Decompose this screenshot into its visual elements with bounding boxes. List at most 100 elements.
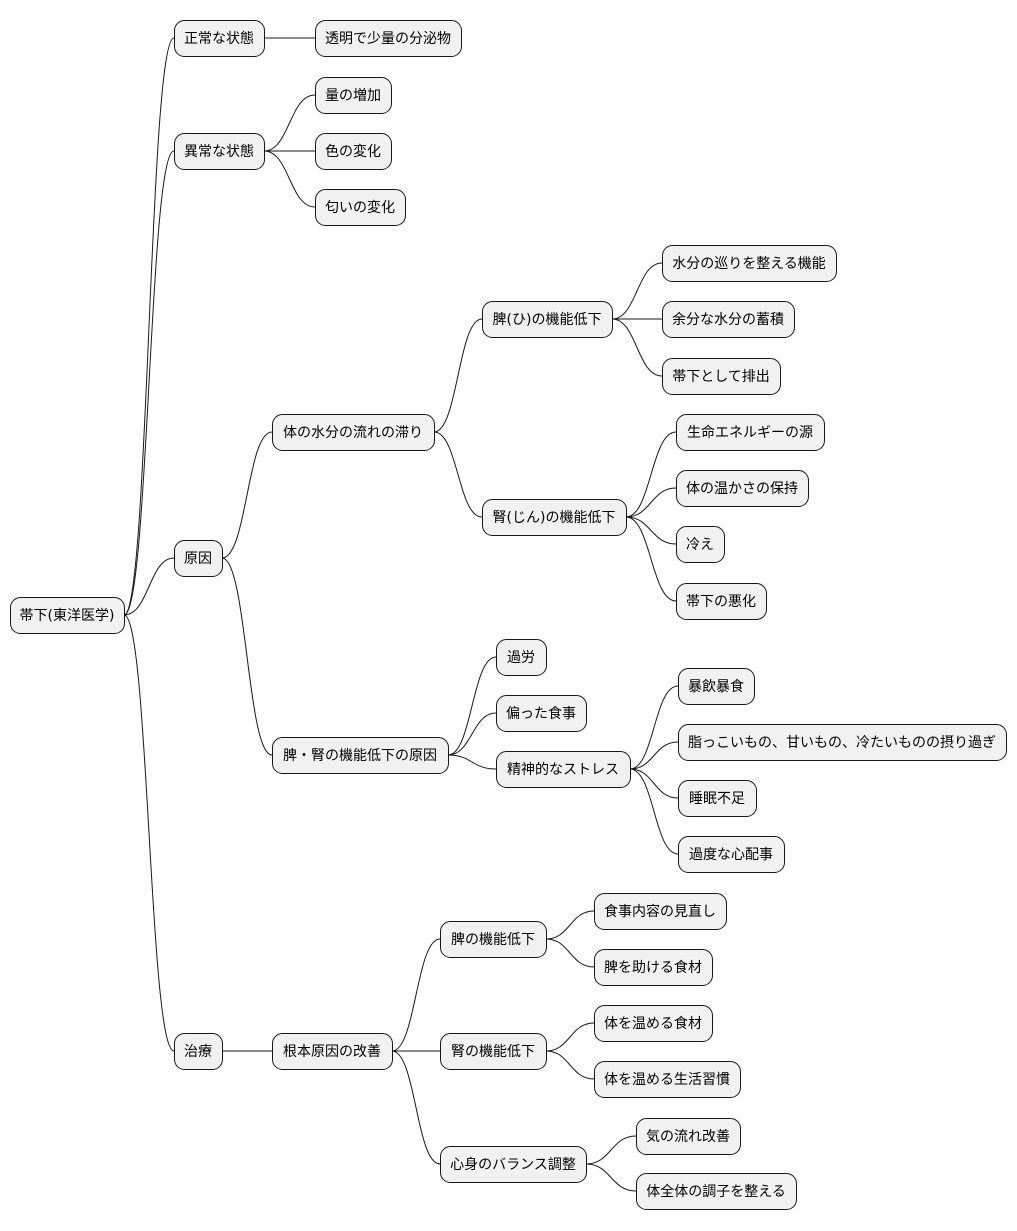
node-label: 偏った食事 xyxy=(506,705,576,722)
connector-line xyxy=(447,754,497,770)
node-label: 水分の巡りを整える機能 xyxy=(672,256,826,272)
mindmap-node: 帯下として排出 xyxy=(662,358,781,395)
mindmap-node: 腎(じん)の機能低下 xyxy=(482,499,627,536)
node-box xyxy=(272,737,449,774)
connector-line xyxy=(221,557,273,756)
node-box xyxy=(315,189,406,226)
node-label: 原因 xyxy=(184,551,212,567)
node-label: 脂っこいもの、甘いもの、冷たいものの摂り過ぎ xyxy=(688,735,996,751)
connector-line xyxy=(447,656,497,756)
connector-line xyxy=(263,150,316,208)
mindmap-node: 体の水分の流れの滞り xyxy=(272,414,435,451)
mindmap-nodes: 帯下(東洋医学)正常な状態透明で少量の分泌物異常な状態量の増加色の変化匂いの変化… xyxy=(10,20,1007,1210)
node-box xyxy=(594,893,727,930)
mindmap-node: 生命エネルギーの源 xyxy=(676,414,825,451)
node-label: 帯下(東洋医学) xyxy=(20,608,115,624)
node-label: 体全体の調子を整える xyxy=(646,1183,786,1200)
node-box xyxy=(662,301,795,338)
mindmap-node: 睡眠不足 xyxy=(678,780,757,817)
node-label: 睡眠不足 xyxy=(689,791,745,807)
mindmap-node: 腎の機能低下 xyxy=(440,1033,547,1070)
connector-line xyxy=(585,1163,637,1192)
node-box xyxy=(662,245,837,282)
mindmap-node: 正常な状態 xyxy=(174,20,265,57)
connector-line xyxy=(433,431,483,518)
node-box xyxy=(678,780,757,817)
node-box xyxy=(496,639,547,676)
node-box xyxy=(10,597,125,634)
mindmap-node: 余分な水分の蓄積 xyxy=(662,301,795,338)
connector-line xyxy=(585,1135,637,1165)
mindmap-node: 心身のバランス調整 xyxy=(440,1146,587,1183)
node-label: 精神的なストレス xyxy=(507,762,619,778)
node-box xyxy=(496,695,587,732)
connector-line xyxy=(447,712,497,756)
node-label: 正常な状態 xyxy=(184,31,254,47)
connector-line xyxy=(545,938,595,968)
connector-line xyxy=(611,318,663,377)
connector-line xyxy=(545,1050,595,1080)
node-label: 心身のバランス調整 xyxy=(450,1157,576,1173)
connector-line xyxy=(629,768,679,855)
node-label: 体の水分の流れの滞り xyxy=(283,425,423,441)
connector-line xyxy=(629,685,679,770)
node-box xyxy=(676,414,825,451)
node-label: 過度な心配事 xyxy=(689,847,773,863)
connector-line xyxy=(123,150,175,616)
node-label: 体の温かさの保持 xyxy=(686,481,798,497)
connector-line xyxy=(611,262,663,320)
connector-line xyxy=(433,318,483,433)
mindmap-node: 脾の機能低下 xyxy=(440,921,547,958)
connector-line xyxy=(629,741,679,770)
node-label: 過労 xyxy=(507,650,535,666)
mindmap-node: 精神的なストレス xyxy=(496,751,631,788)
node-label: 暴飲暴食 xyxy=(688,678,744,695)
node-box xyxy=(174,1033,223,1070)
node-label: 根本原因の改善 xyxy=(283,1044,381,1060)
node-box xyxy=(678,668,755,705)
mindmap-node: 体を温める生活習慣 xyxy=(594,1061,741,1098)
node-label: 体を温める生活習慣 xyxy=(604,1071,730,1088)
mindmap-node: 異常な状態 xyxy=(174,133,265,170)
node-box xyxy=(676,470,809,507)
mindmap-node: 体を温める食材 xyxy=(594,1005,713,1042)
connector-line xyxy=(625,487,677,518)
mindmap-node: 水分の巡りを整える機能 xyxy=(662,245,837,282)
node-label: 脾(ひ)の機能低下 xyxy=(493,312,602,328)
connector-line xyxy=(221,431,273,559)
node-label: 異常な状態 xyxy=(184,144,254,160)
node-box xyxy=(440,921,547,958)
mindmap-node: 色の変化 xyxy=(315,133,392,170)
node-box xyxy=(272,1033,393,1070)
node-box xyxy=(676,526,725,563)
mindmap-node: 過度な心配事 xyxy=(678,836,785,873)
connector-line xyxy=(625,431,677,518)
node-label: 色の変化 xyxy=(325,143,381,160)
mindmap-node: 冷え xyxy=(676,526,725,563)
node-box xyxy=(636,1173,797,1210)
node-box xyxy=(496,751,631,788)
node-box xyxy=(315,20,462,57)
mindmap-node: 匂いの変化 xyxy=(315,189,406,226)
node-label: 腎の機能低下 xyxy=(451,1044,535,1060)
mindmap-edges xyxy=(123,37,679,1192)
mindmap-node: 脾・腎の機能低下の原因 xyxy=(272,737,449,774)
mindmap-node: 原因 xyxy=(174,540,223,577)
mindmap-node: 量の増加 xyxy=(315,77,392,114)
node-box xyxy=(482,301,613,338)
mindmap-node: 根本原因の改善 xyxy=(272,1033,393,1070)
node-box xyxy=(272,414,435,451)
node-box xyxy=(440,1033,547,1070)
node-label: 脾・腎の機能低下の原因 xyxy=(283,748,437,764)
node-box xyxy=(678,724,1007,761)
connector-line xyxy=(545,1022,595,1052)
node-label: 冷え xyxy=(686,537,714,553)
node-label: 食事内容の見直し xyxy=(604,903,716,920)
mindmap-node: 偏った食事 xyxy=(496,695,587,732)
node-box xyxy=(315,133,392,170)
connector-line xyxy=(391,1050,441,1165)
mindmap-node: 暴飲暴食 xyxy=(678,668,755,705)
node-label: 量の増加 xyxy=(325,88,381,104)
node-box xyxy=(676,583,767,620)
